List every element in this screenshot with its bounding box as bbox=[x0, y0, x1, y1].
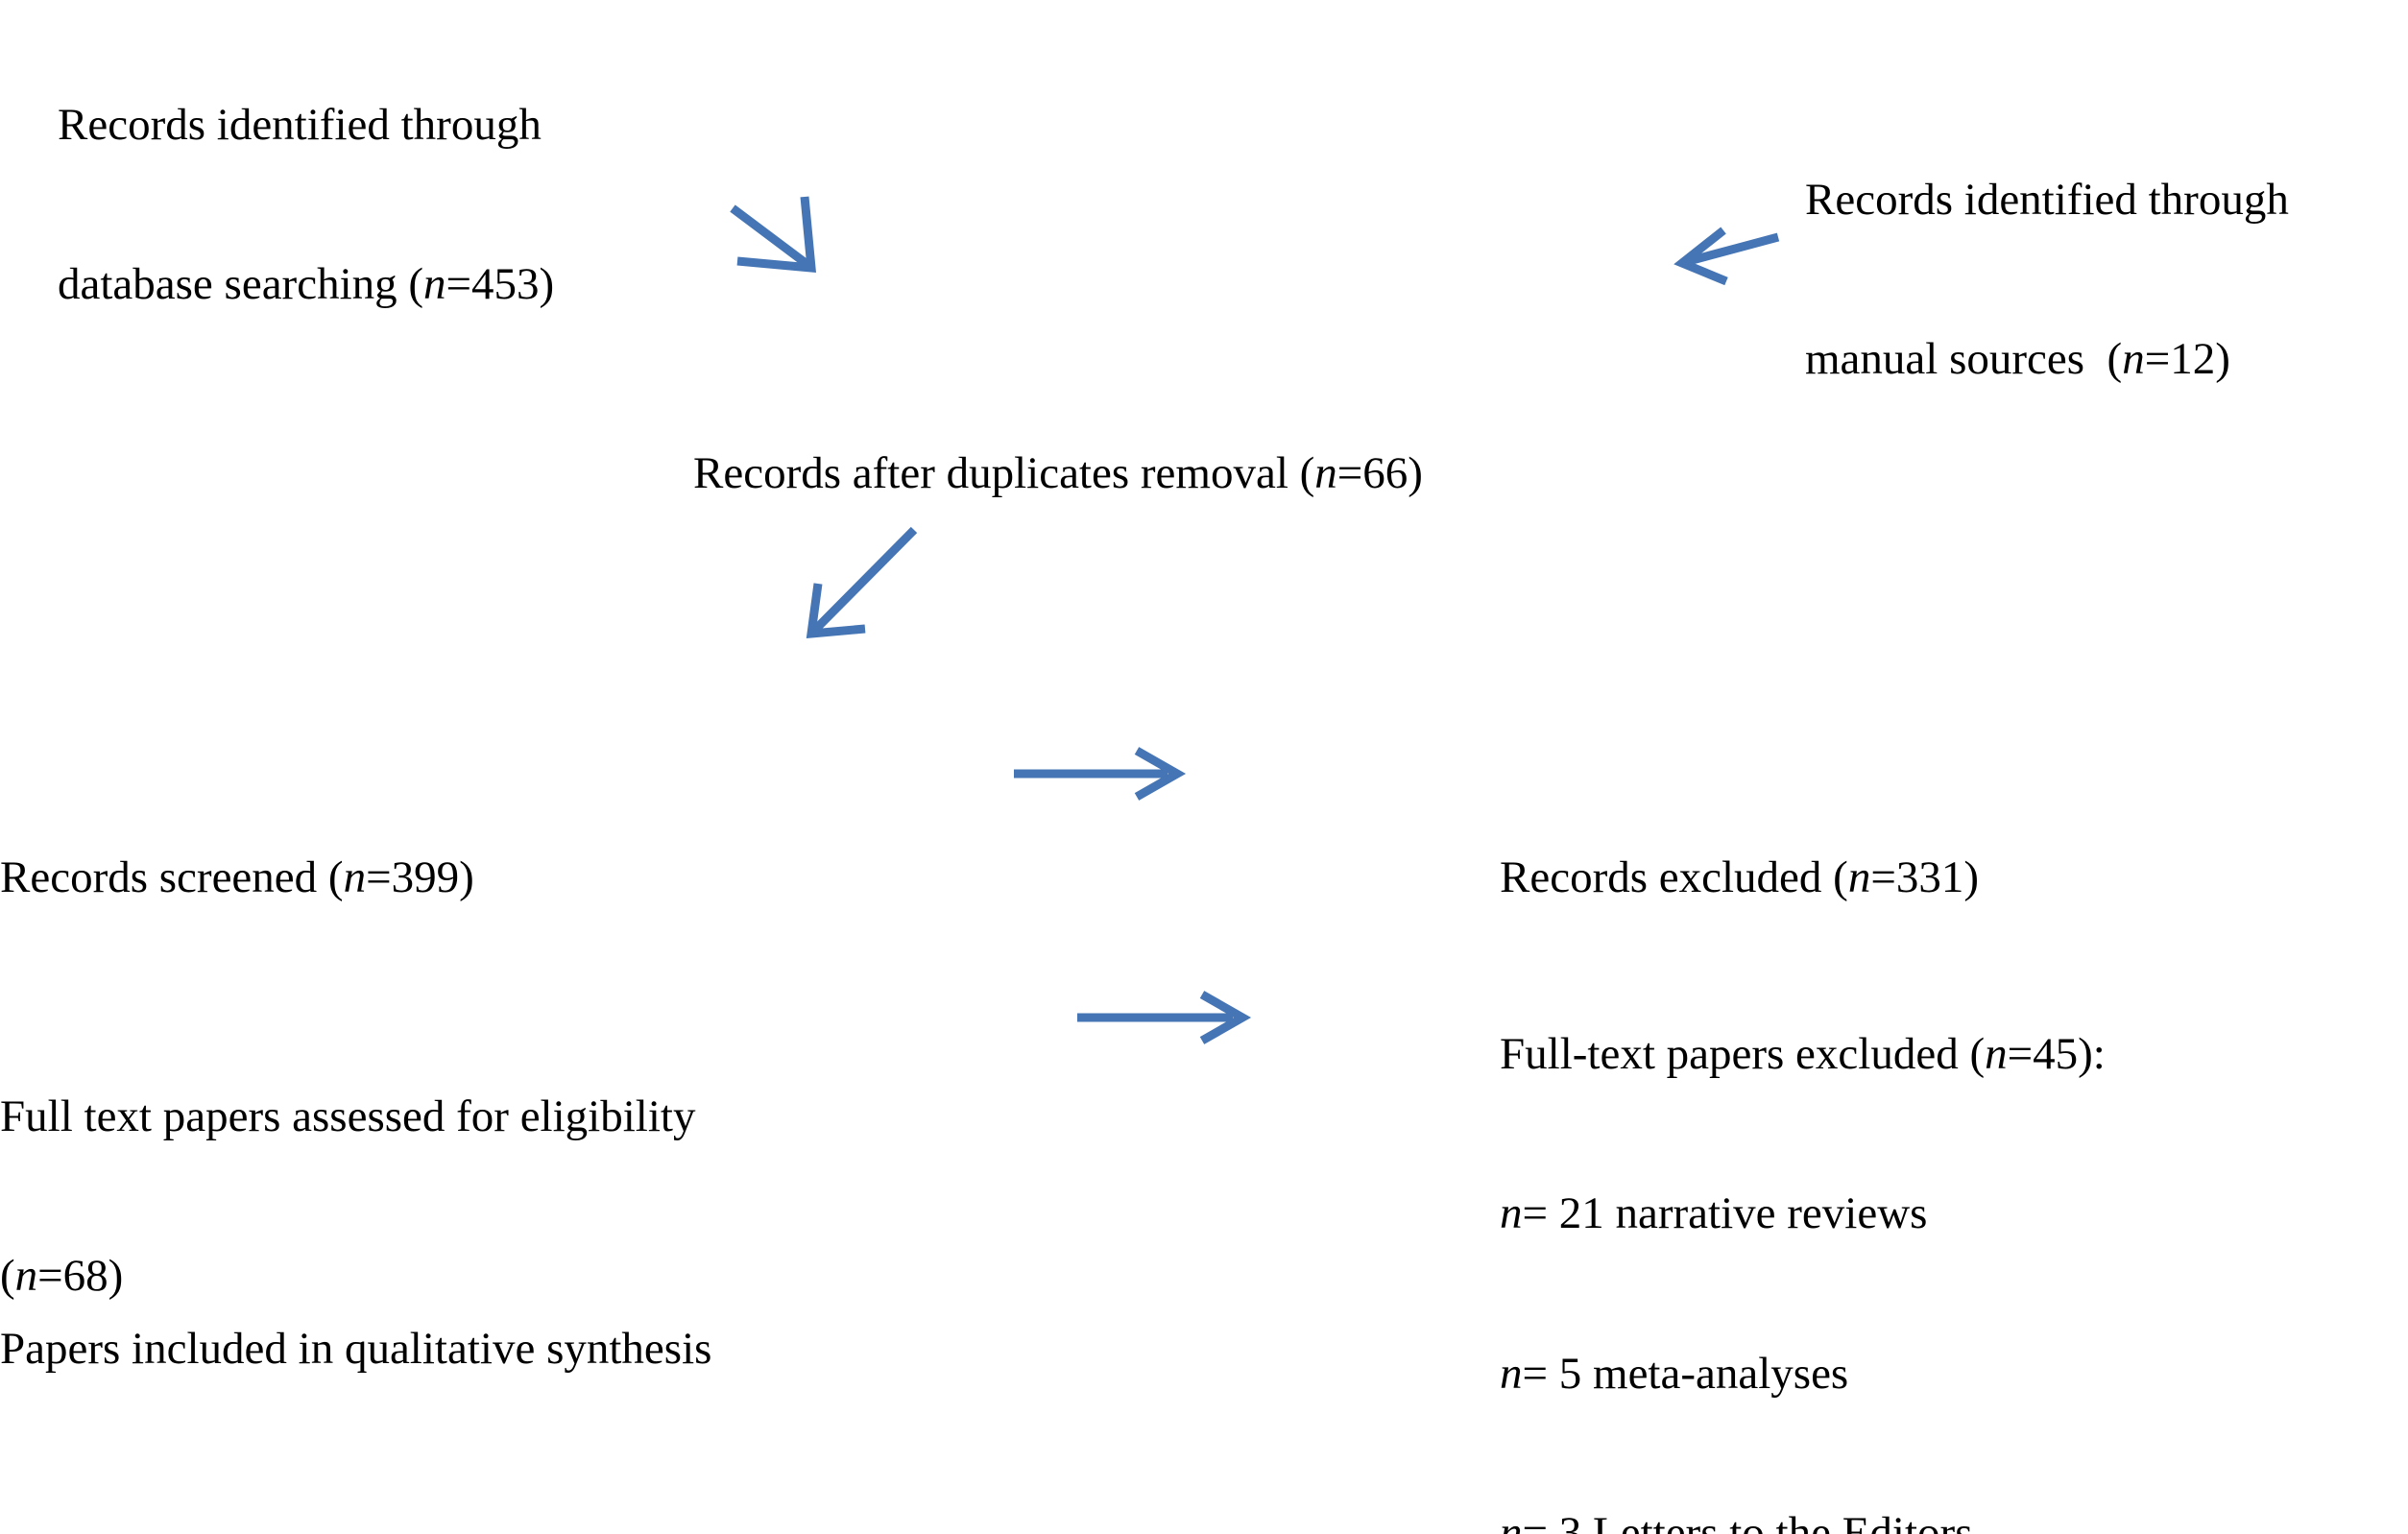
node-line: Papers included in quantitative synthesi… bbox=[0, 1525, 960, 1534]
node-text: database searching ( bbox=[58, 259, 424, 310]
full-text-excluded: Full-text papers excluded (n=45): n= 21 … bbox=[1500, 922, 2325, 1534]
node-text: =45): bbox=[2007, 1028, 2106, 1079]
arrow-fulltext-to-excluded bbox=[1077, 991, 1252, 1044]
records-excluded: Records excluded (n=331) bbox=[1500, 745, 2172, 1011]
n-symbol: n bbox=[1500, 1507, 1523, 1534]
node-text: ( bbox=[0, 1251, 15, 1302]
records-identified-database: Records identified through database sear… bbox=[58, 0, 787, 419]
exclusion-reason: n= 3 Letters to the Editors bbox=[1500, 1507, 2325, 1534]
node-line: database searching (n=453) bbox=[58, 258, 787, 311]
node-line: Papers included in qualitative synthesis bbox=[0, 1323, 712, 1374]
records-screened: Records screened (n=399) bbox=[0, 745, 653, 1011]
node-text: Records after duplicates removal ( bbox=[693, 447, 1315, 498]
exclusion-reason-text: = 21 narrative reviews bbox=[1522, 1188, 1928, 1239]
node-text: =68) bbox=[37, 1251, 124, 1302]
node-text: Full-text papers excluded ( bbox=[1500, 1028, 1986, 1079]
n-symbol: n bbox=[1985, 1028, 2008, 1079]
node-line: manual sources (n=12) bbox=[1805, 333, 2408, 386]
full-text-assessed: Full text papers assessed for eligibilit… bbox=[0, 984, 922, 1410]
node-line: Records screened (n=399) bbox=[0, 851, 653, 904]
arrow-manual-to-dedup bbox=[1674, 227, 1780, 286]
n-symbol: n bbox=[343, 851, 367, 902]
arrow-screened-to-excluded bbox=[1014, 747, 1187, 801]
n-symbol: n bbox=[1500, 1348, 1523, 1399]
node-text: =12) bbox=[2144, 334, 2230, 385]
exclusion-reason: n= 5 meta-analyses bbox=[1500, 1348, 2325, 1401]
node-line: Records identified through bbox=[1805, 174, 2289, 225]
node-text: =331) bbox=[1870, 851, 1979, 902]
node-text: Records screened ( bbox=[0, 851, 344, 902]
node-text: manual sources ( bbox=[1805, 334, 2123, 385]
n-symbol: n bbox=[1500, 1188, 1523, 1239]
n-symbol: n bbox=[1314, 447, 1337, 498]
n-symbol: n bbox=[14, 1251, 38, 1302]
exclusion-reason-text: = 5 meta-analyses bbox=[1522, 1348, 1849, 1399]
records-after-duplicates: Records after duplicates removal (n=66) bbox=[693, 341, 1653, 607]
papers-qualitative-synthesis: Papers included in qualitative synthesis bbox=[0, 1216, 960, 1482]
node-text: =453) bbox=[445, 259, 555, 310]
node-text: Records excluded ( bbox=[1500, 851, 1848, 902]
node-line: Records after duplicates removal (n=66) bbox=[693, 447, 1653, 500]
node-text: =399) bbox=[366, 851, 474, 902]
papers-quantitative-synthesis: Papers included in quantitative synthesi… bbox=[0, 1419, 960, 1534]
node-line: Records excluded (n=331) bbox=[1500, 851, 2172, 904]
exclusion-reason-text: = 3 Letters to the Editors bbox=[1522, 1507, 1973, 1534]
node-line: (n=68) bbox=[0, 1250, 922, 1303]
full-text-excluded-heading: Full-text papers excluded (n=45): bbox=[1500, 1028, 2325, 1081]
node-text: =66) bbox=[1336, 447, 1423, 498]
n-symbol: n bbox=[2122, 334, 2145, 385]
records-identified-manual: Records identified through manual source… bbox=[1805, 67, 2408, 493]
node-line: Records identified through bbox=[58, 99, 542, 150]
n-symbol: n bbox=[1847, 851, 1871, 902]
n-symbol: n bbox=[423, 259, 446, 310]
node-line: Full text papers assessed for eligibilit… bbox=[0, 1091, 696, 1141]
exclusion-reason: n= 21 narrative reviews bbox=[1500, 1187, 2325, 1240]
